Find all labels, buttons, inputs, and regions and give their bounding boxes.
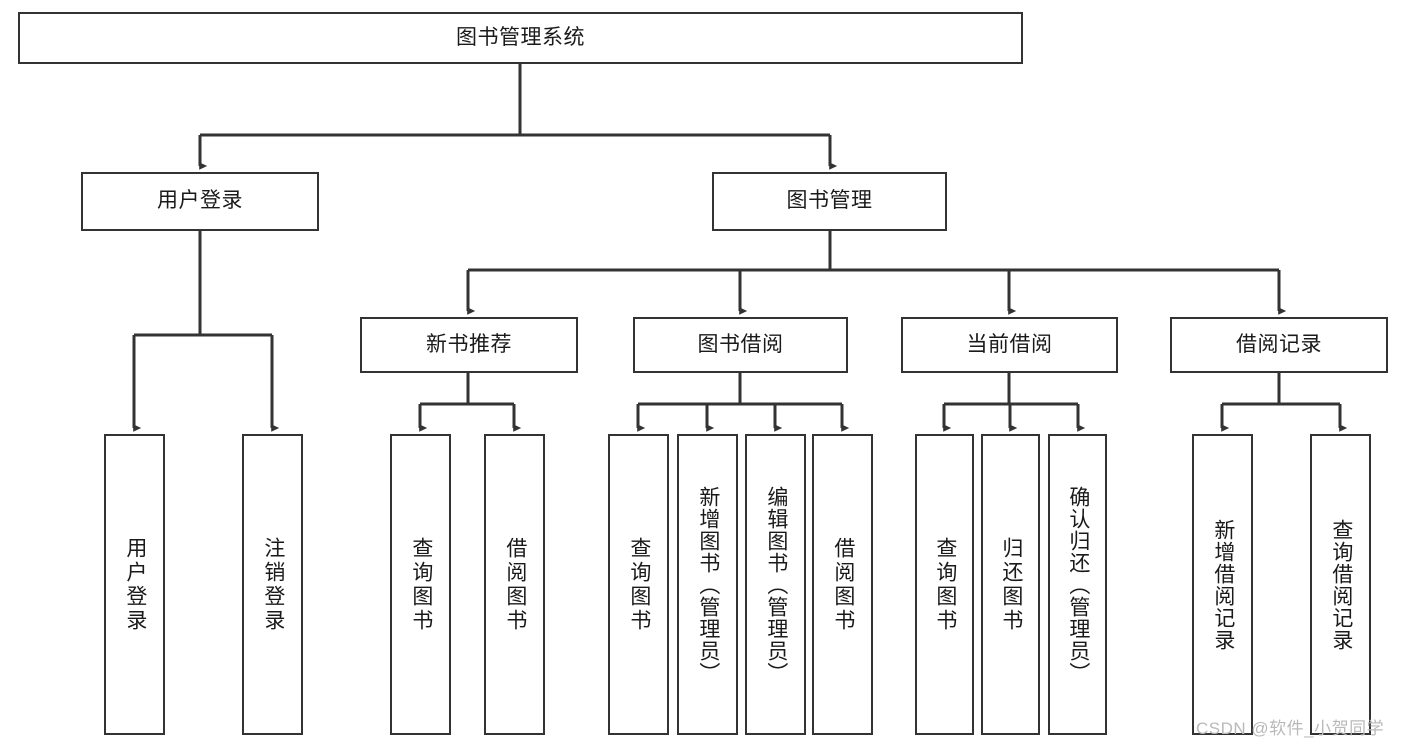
- node-leaf-edit-book[interactable]: 编辑图书（管理员）: [745, 434, 806, 735]
- node-leaf-query-book-current[interactable]: 查询图书: [915, 434, 974, 735]
- node-book-borrow[interactable]: 图书借阅: [633, 317, 848, 373]
- node-leaf-borrow-book-recommend[interactable]: 借阅图书: [484, 434, 545, 735]
- csdn-watermark: CSDN @软件_小贺同学: [1196, 719, 1385, 738]
- node-book-management[interactable]: 图书管理: [712, 172, 947, 231]
- node-user-login[interactable]: 用户登录: [81, 172, 319, 231]
- node-leaf-add-book[interactable]: 新增图书（管理员）: [677, 434, 738, 735]
- node-leaf-confirm-return[interactable]: 确认归还（管理员）: [1048, 434, 1107, 735]
- node-leaf-add-borrow-record[interactable]: 新增借阅记录: [1192, 434, 1253, 735]
- node-leaf-query-borrow-record[interactable]: 查询借阅记录: [1310, 434, 1371, 735]
- node-leaf-query-book-recommend[interactable]: 查询图书: [390, 434, 451, 735]
- node-leaf-logout[interactable]: 注销登录: [242, 434, 303, 735]
- node-leaf-return-book[interactable]: 归还图书: [981, 434, 1040, 735]
- node-leaf-user-login[interactable]: 用户登录: [104, 434, 165, 735]
- node-leaf-borrow-book[interactable]: 借阅图书: [812, 434, 873, 735]
- node-current-borrow[interactable]: 当前借阅: [901, 317, 1118, 373]
- node-borrow-record[interactable]: 借阅记录: [1170, 317, 1388, 373]
- node-root-system[interactable]: 图书管理系统: [18, 12, 1023, 64]
- node-new-book-recommend[interactable]: 新书推荐: [360, 317, 578, 373]
- node-leaf-query-book-borrow[interactable]: 查询图书: [608, 434, 669, 735]
